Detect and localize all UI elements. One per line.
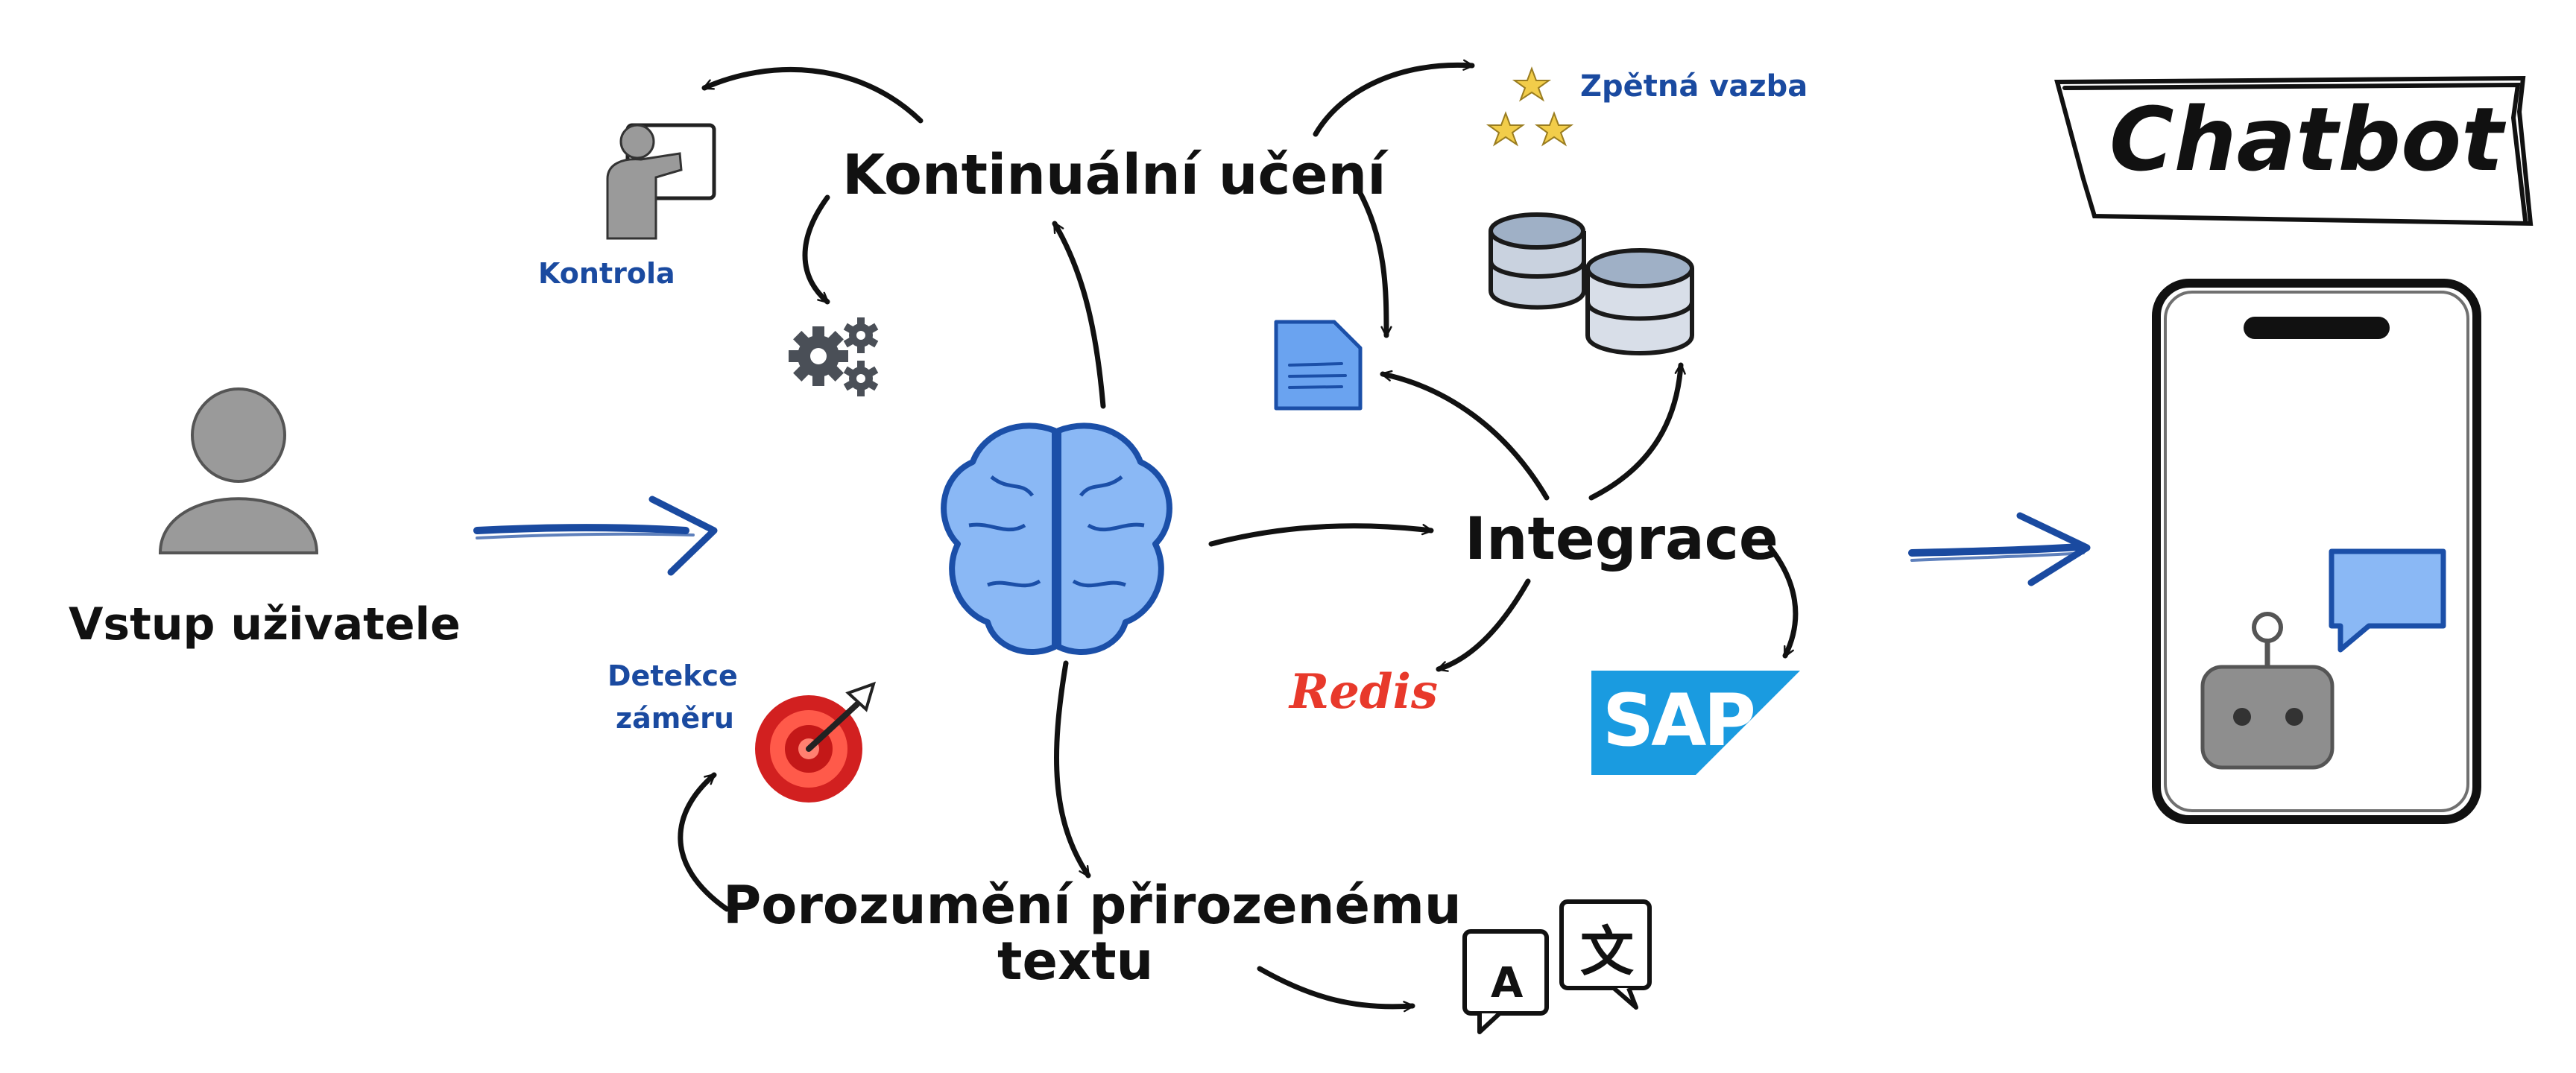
- arrow-user-to-brain: [473, 524, 689, 534]
- arrow-brain-to-learning: [1052, 221, 1106, 409]
- arrow-integration-to-chatbot: [1908, 543, 2083, 557]
- intent-label-line1: Detekce: [607, 659, 738, 692]
- connectors: [678, 59, 1799, 1013]
- arrow-learning-to-feedback: [1313, 59, 1475, 137]
- arrow-learning-to-gears: [802, 194, 830, 305]
- target-icon: [755, 681, 877, 803]
- chat-bubble-icon: [2329, 548, 2446, 653]
- svg-text:A: A: [1491, 959, 1524, 1007]
- user-input-label: Vstup uživatele: [69, 598, 461, 651]
- arrow-learning-to-document: [1354, 183, 1392, 338]
- arrow-integration-to-document: [1380, 370, 1550, 501]
- arrow-integration-to-sap: [1767, 545, 1799, 659]
- gears-icon: [789, 317, 879, 396]
- intent-label-line2: záměru: [616, 702, 734, 735]
- continuous-learning-label: Kontinuální učení: [842, 143, 1386, 207]
- user-icon: [158, 387, 319, 554]
- arrow-nlu-to-translate: [1257, 966, 1415, 1013]
- svg-text:文: 文: [1580, 920, 1634, 983]
- document-icon: [1274, 320, 1363, 411]
- integration-label: Integrace: [1465, 506, 1778, 573]
- arrow-integration-to-database: [1588, 362, 1686, 501]
- brain-icon: [941, 422, 1172, 655]
- redis-logo: Redis: [1288, 664, 1438, 720]
- feedback-label: Zpětná vazba: [1580, 69, 1808, 104]
- chatbot-title: Chatbot: [2109, 88, 2504, 191]
- arrow-integration-to-redis: [1436, 578, 1531, 672]
- stars-icon: [1486, 66, 1574, 147]
- database-icon: [1489, 212, 1694, 355]
- flow-arrows: [473, 496, 2091, 586]
- arrow-learning-to-control: [701, 66, 924, 124]
- control-label: Kontrola: [538, 257, 675, 290]
- chatbot-title-frame: [2054, 75, 2534, 227]
- arrow-brain-to-nlu: [1054, 660, 1091, 879]
- nlu-label-line2: textu: [997, 931, 1154, 992]
- arrow-nlu-to-intent: [678, 772, 730, 912]
- sap-logo: SAP: [1591, 671, 1800, 775]
- svg-text:SAP: SAP: [1603, 679, 1753, 762]
- nlu-label-line1: Porozumění přirozenému: [723, 875, 1462, 936]
- teacher-icon: [606, 123, 716, 240]
- robot-icon: [2200, 612, 2334, 770]
- translate-icon: A 文: [1462, 899, 1652, 1034]
- arrow-brain-to-integration: [1208, 523, 1434, 547]
